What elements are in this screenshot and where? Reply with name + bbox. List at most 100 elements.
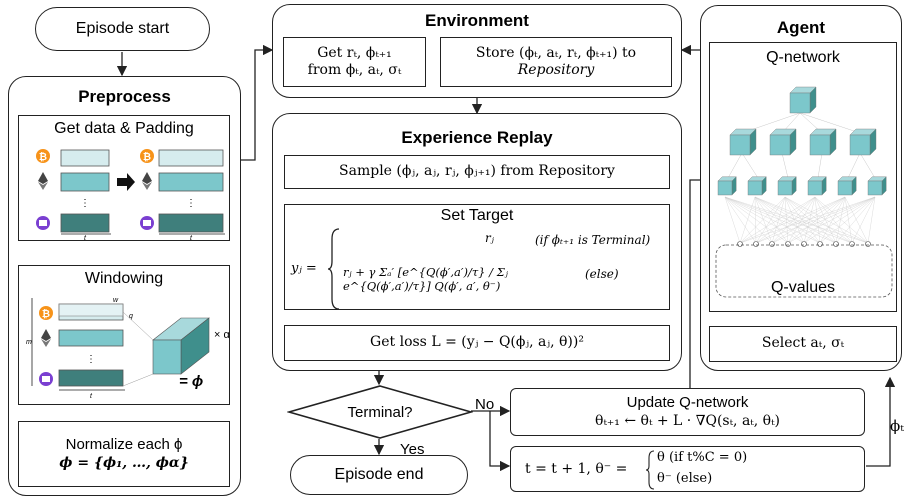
window-cube	[152, 317, 210, 375]
normalize-line-1: Normalize each ϕ	[65, 435, 183, 453]
padded-block-1	[158, 149, 224, 167]
q-value-node-7	[833, 241, 839, 247]
axis-q-label: q	[129, 313, 133, 320]
preprocess-title: Preprocess	[78, 87, 171, 106]
terminal-decision: Terminal?	[287, 385, 473, 439]
dense-block-5	[837, 176, 857, 196]
dense-block-4	[807, 176, 827, 196]
get-loss-text: Get loss L = (yⱼ − Q(ϕⱼ, aⱼ, θ))²	[370, 334, 584, 351]
q-value-node-3	[769, 241, 775, 247]
dense-block-3	[777, 176, 797, 196]
dense-block-2	[747, 176, 767, 196]
environment-store-line-1: Store (ϕₜ, aₜ, rₜ, ϕₜ₊₁) to	[475, 44, 637, 61]
padding-arrow	[117, 173, 135, 191]
ethereum-icon	[41, 329, 51, 347]
raw-data-block-1	[60, 149, 110, 167]
agent-title: Agent	[776, 18, 826, 37]
bitcoin-icon: ₿	[39, 306, 53, 320]
sample-box: Sample (ϕⱼ, aⱼ, rⱼ, ϕⱼ₊₁) from Repositor…	[284, 155, 670, 189]
svg-text:⋮: ⋮	[186, 198, 196, 209]
q-value-node-9	[865, 241, 871, 247]
raw-data-block-3	[60, 213, 110, 233]
target-lhs: yⱼ =	[291, 261, 317, 276]
gift-icon	[39, 372, 53, 386]
q-values-label: Q-values	[770, 279, 836, 296]
axis-t-label-3: t	[90, 393, 93, 400]
windowing-title: Windowing	[84, 270, 164, 287]
gift-icon	[36, 216, 50, 230]
environment-store-box: Store (ϕₜ, aₜ, rₜ, ϕₜ₊₁) to Repository	[440, 37, 672, 87]
episode-end-label: Episode end	[334, 466, 424, 483]
get-loss-box: Get loss L = (yⱼ − Q(ϕⱼ, aⱼ, θ))²	[284, 325, 670, 361]
dense-block-1	[717, 176, 737, 196]
raw-data-block-2	[60, 172, 110, 192]
set-target-box: Set Target yⱼ = rⱼ (if ϕₜ₊₁ is Terminal)…	[284, 204, 670, 310]
equals-phi-label: = ϕ	[179, 373, 203, 390]
windowing-box: Windowing m ₿ w ⋮ t q × α	[18, 265, 230, 405]
conv-block-2	[769, 128, 797, 156]
conv-layer-2	[729, 128, 877, 156]
increment-case-2: θ⁻ (else)	[657, 471, 713, 486]
environment-store-line-2: Repository	[517, 62, 595, 78]
environment-title: Environment	[425, 11, 529, 30]
svg-text:₿: ₿	[42, 308, 50, 320]
normalize-box: Normalize each ϕ ϕ = {ϕ₁, …, ϕα}	[18, 421, 230, 487]
environment-get-line-2: from ϕₜ, aₜ, σₜ	[307, 62, 402, 78]
increment-brace-icon	[645, 450, 655, 490]
q-value-node-2	[753, 241, 759, 247]
windowing-illustration: m ₿ w ⋮ t q × α = ϕ	[26, 297, 229, 400]
phi-t-label: ϕₜ	[890, 417, 904, 435]
svg-text:₿: ₿	[39, 151, 47, 163]
gift-icon	[140, 216, 154, 230]
target-case2-condition: (else)	[585, 267, 619, 281]
axis-w-label: w	[113, 297, 119, 304]
target-case1-value: rⱼ	[485, 231, 494, 245]
q-value-node-4	[785, 241, 791, 247]
terminal-label: Terminal?	[347, 404, 412, 421]
q-network-title: Q-network	[766, 49, 840, 66]
axis-m-label: m	[26, 339, 32, 346]
set-target-title: Set Target	[440, 207, 514, 224]
episode-end-node: Episode end	[290, 455, 468, 495]
episode-start-node: Episode start	[35, 7, 210, 51]
bitcoin-icon: ₿	[140, 149, 154, 163]
dense-connections	[724, 196, 876, 244]
conv-layer-3	[717, 176, 887, 196]
normalize-line-2: ϕ = {ϕ₁, …, ϕα}	[59, 454, 189, 471]
output-nodes	[737, 241, 871, 247]
ethereum-icon	[38, 172, 48, 190]
svg-text:⋮: ⋮	[80, 198, 90, 209]
increment-lhs: t = t + 1, θ⁻ =	[525, 461, 628, 477]
get-data-padding-box: Get data & Padding ₿ ⋮ t ₿	[18, 115, 230, 241]
sample-text: Sample (ϕⱼ, aⱼ, rⱼ, ϕⱼ₊₁) from Repositor…	[339, 163, 615, 180]
svg-text:₿: ₿	[143, 151, 151, 163]
q-values-frame	[715, 244, 893, 298]
yes-label: Yes	[400, 441, 425, 458]
q-network-illustration	[715, 86, 893, 298]
window-block-2	[58, 329, 124, 347]
dense-block-6	[867, 176, 887, 196]
no-label: No	[475, 396, 495, 413]
q-network-box: Q-network Q-values	[709, 42, 897, 312]
episode-start-label: Episode start	[75, 20, 170, 37]
select-box: Select aₜ, σₜ	[709, 326, 897, 362]
conv-block-1	[729, 128, 757, 156]
update-q-network-box: Update Q-network θₜ₊₁ ← θₜ + L · ∇Q(sₜ, …	[510, 388, 865, 436]
q-value-node-8	[849, 241, 855, 247]
environment-get-box: Get rₜ, ϕₜ₊₁ from ϕₜ, aₜ, σₜ	[283, 37, 426, 87]
axis-t-label-1: t	[84, 235, 87, 240]
q-value-node-5	[801, 241, 807, 247]
q-value-node-6	[817, 241, 823, 247]
conv-block-4	[849, 128, 877, 156]
times-alpha-label: × α	[214, 329, 229, 341]
update-title: Update Q-network	[626, 393, 749, 411]
arrow-terminal-to-increment	[489, 411, 511, 472]
svg-text:⋮: ⋮	[86, 354, 96, 365]
q-value-node-1	[737, 241, 743, 247]
environment-get-line-1: Get rₜ, ϕₜ₊₁	[317, 44, 392, 61]
window-block-3	[58, 369, 124, 387]
experience-replay-title: Experience Replay	[401, 128, 553, 147]
conv-block-3	[809, 128, 837, 156]
padded-block-2	[158, 172, 224, 192]
target-case1-condition: (if ϕₜ₊₁ is Terminal)	[535, 233, 651, 247]
